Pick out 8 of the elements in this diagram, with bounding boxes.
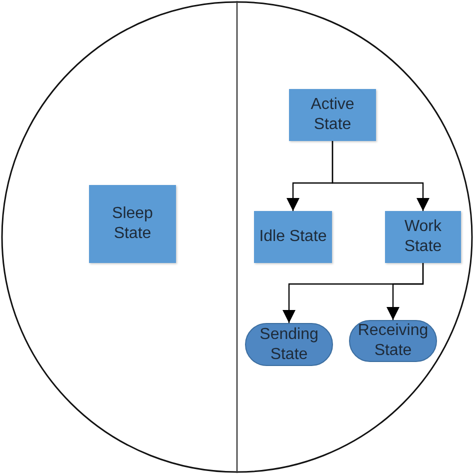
state-pill: Sending State [245,323,333,366]
state-pill: Receiving State [349,320,437,362]
state-box: Idle State [254,211,332,263]
state-box: Sleep State [89,185,176,263]
state-box: Active State [289,89,376,141]
arrow [332,141,430,211]
arrow [386,263,424,320]
state-box: Work State [385,211,461,263]
